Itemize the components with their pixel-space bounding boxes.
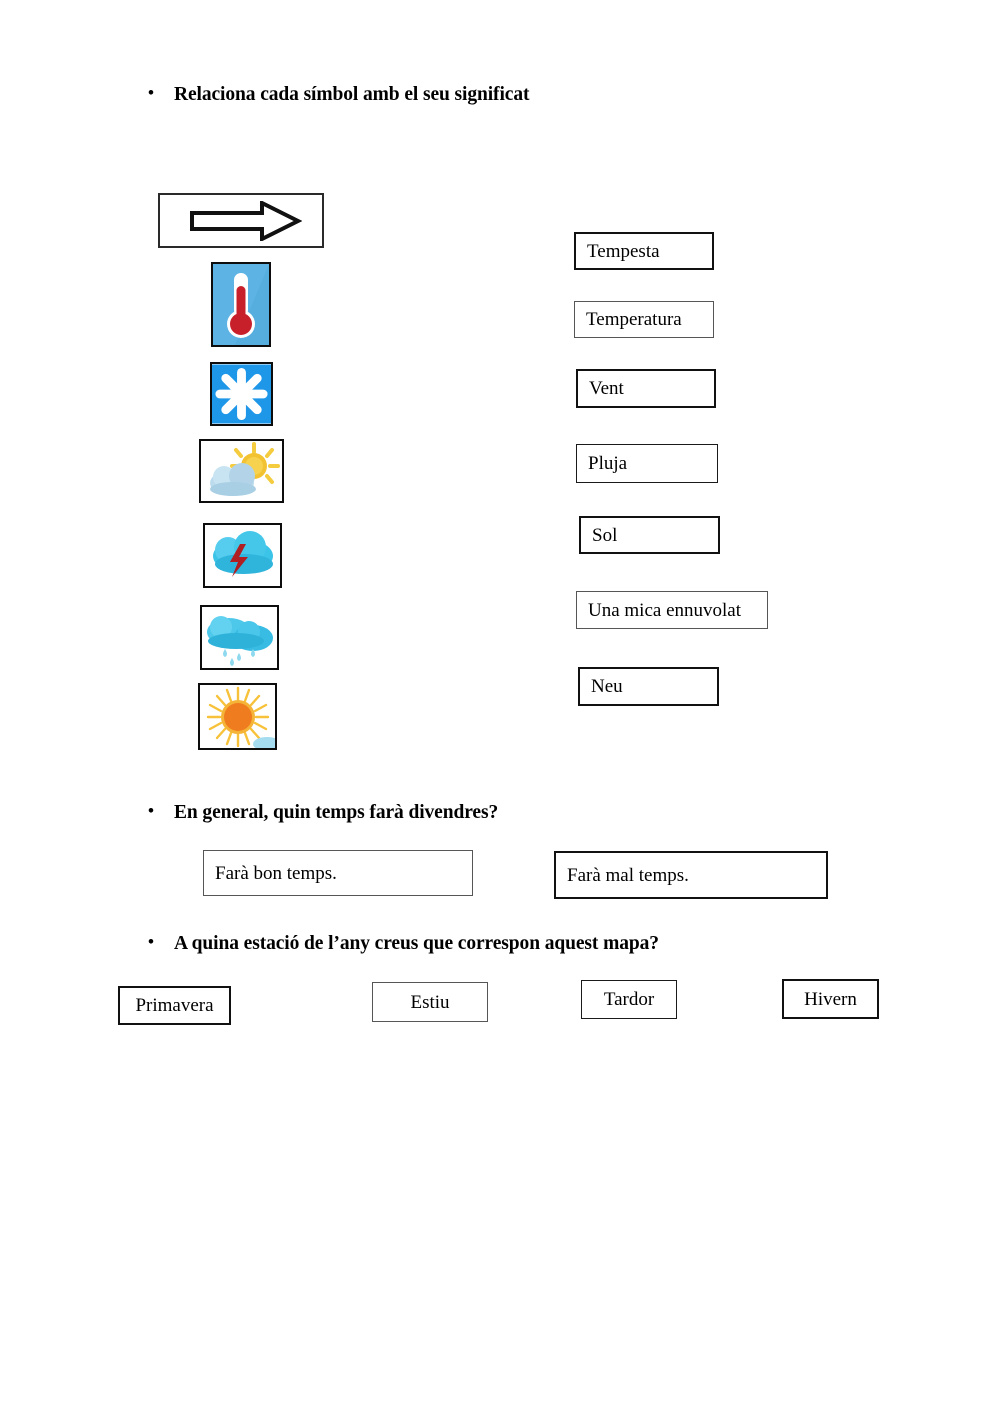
thermometer-icon	[213, 264, 269, 345]
meaning-label: Tempesta	[587, 240, 660, 262]
snowflake-icon	[212, 364, 271, 424]
symbol-thunderstorm[interactable]	[203, 523, 282, 588]
arrow-right-icon	[190, 200, 302, 241]
season-box-tardor[interactable]: Tardor	[581, 980, 677, 1019]
question-1-text: Relaciona cada símbol amb el seu signifi…	[174, 84, 530, 105]
meaning-label: Vent	[589, 378, 624, 399]
meaning-label: Neu	[591, 676, 623, 697]
season-box-primavera[interactable]: Primavera	[118, 986, 231, 1025]
bullet-icon: •	[148, 932, 154, 951]
symbol-sun[interactable]	[198, 683, 277, 750]
meaning-box-tempesta[interactable]: Tempesta	[574, 232, 714, 270]
meaning-label: Una mica ennuvolat	[588, 599, 742, 621]
answer-label: Farà bon temps.	[215, 862, 337, 884]
rain-cloud-icon	[202, 607, 277, 668]
sun-behind-cloud-icon	[201, 441, 282, 501]
meaning-label: Temperatura	[586, 309, 682, 330]
season-box-hivern[interactable]: Hivern	[782, 979, 879, 1019]
answer-label: Farà mal temps.	[567, 864, 689, 886]
meaning-box-vent[interactable]: Vent	[576, 369, 716, 408]
meaning-box-sol[interactable]: Sol	[579, 516, 720, 554]
bullet-icon: •	[148, 83, 154, 102]
season-label: Tardor	[603, 989, 655, 1010]
question-3-text: A quina estació de l’any creus que corre…	[174, 933, 659, 954]
symbol-thermometer[interactable]	[211, 262, 271, 347]
symbol-rain-cloud[interactable]	[200, 605, 279, 670]
meaning-box-temperatura[interactable]: Temperatura	[574, 301, 714, 338]
question-3: • A quina estació de l’any creus que cor…	[148, 933, 659, 954]
season-label: Hivern	[804, 988, 857, 1010]
symbol-arrow-right[interactable]	[158, 193, 324, 248]
question-2-text: En general, quin temps farà divendres?	[174, 802, 499, 823]
sun-icon	[200, 685, 275, 748]
meaning-label: Sol	[592, 524, 618, 546]
question-2: • En general, quin temps farà divendres?	[148, 802, 498, 823]
meaning-box-pluja[interactable]: Pluja	[576, 444, 718, 483]
season-label: Estiu	[410, 991, 450, 1013]
thunderstorm-icon	[205, 525, 280, 586]
meaning-box-neu[interactable]: Neu	[578, 667, 719, 706]
question-1: • Relaciona cada símbol amb el seu signi…	[148, 84, 529, 105]
meaning-box-una-mica-ennuvolat[interactable]: Una mica ennuvolat	[576, 591, 768, 629]
season-box-estiu[interactable]: Estiu	[372, 982, 488, 1022]
bullet-icon: •	[148, 801, 154, 820]
season-label: Primavera	[135, 995, 214, 1016]
symbol-sun-behind-cloud[interactable]	[199, 439, 284, 503]
answer-box-mal-temps[interactable]: Farà mal temps.	[554, 851, 828, 899]
symbol-snowflake[interactable]	[210, 362, 273, 426]
answer-box-bon-temps[interactable]: Farà bon temps.	[203, 850, 473, 896]
meaning-label: Pluja	[588, 453, 628, 474]
